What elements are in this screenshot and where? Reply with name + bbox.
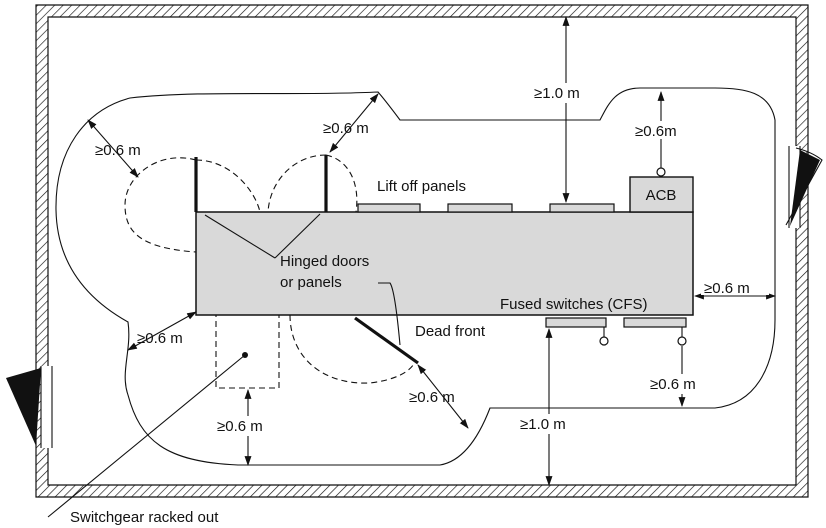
clearance-cfs-bottom: ≥0.6 m <box>650 376 696 393</box>
wall-door-right <box>785 146 823 228</box>
hinged-doors-label-1: Hinged doors <box>280 253 369 270</box>
hinged-doors <box>194 155 328 212</box>
acb-box <box>629 176 694 213</box>
clearance-left-bottom: ≥0.6 m <box>137 330 183 347</box>
wall-door-left <box>6 366 53 448</box>
dead-front-door <box>354 316 419 365</box>
clearance-acb-top: ≥0.6m <box>635 123 677 140</box>
clearance-top-left: ≥0.6 m <box>95 142 141 159</box>
clearance-boundary <box>55 87 776 466</box>
clearance-top-center: ≥1.0 m <box>534 85 580 102</box>
switchgear-racked-out-label: Switchgear racked out <box>70 509 219 526</box>
lift-off-panels <box>357 203 615 213</box>
clearance-top-hinged: ≥0.6 m <box>323 120 369 137</box>
acb-label: ACB <box>646 187 677 204</box>
dead-front-label: Dead front <box>415 323 486 340</box>
fused-switches <box>545 317 687 346</box>
clearance-right: ≥0.6 m <box>704 280 750 297</box>
clearance-dead-front: ≥0.6 m <box>409 389 455 406</box>
fused-switches-label: Fused switches (CFS) <box>500 296 648 313</box>
hinged-doors-leaders <box>204 213 401 346</box>
racked-out-leader <box>47 354 246 518</box>
lift-off-panels-label: Lift off panels <box>377 178 466 195</box>
room-walls <box>35 4 809 498</box>
clearance-racked-out: ≥0.6 m <box>217 418 263 435</box>
dimension-labels: ≥1.0 m ≥0.6m ≥0.6 m ≥0.6 m ≥0.6 m ≥0.6 m… <box>95 83 769 436</box>
switchgear-body <box>195 211 694 316</box>
clearance-bottom-center: ≥1.0 m <box>520 416 566 433</box>
hinged-doors-label-2: or panels <box>280 274 342 291</box>
